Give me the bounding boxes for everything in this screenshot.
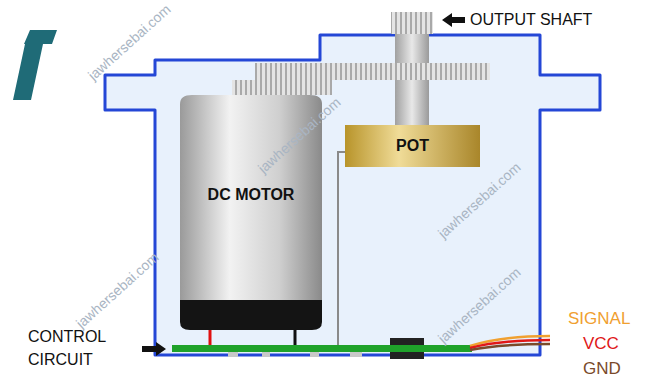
watermark: jawhersebai.com [433,261,526,348]
output-gear [255,63,490,80]
servo-housing [105,35,600,355]
motor-wire-black [294,330,297,347]
watermark: jawhersebai.com [253,91,346,178]
motor-label-box: DC MOTOR [180,150,322,240]
pin-name: GND [583,357,621,380]
pin-name: VCC [583,332,619,355]
chip [390,338,424,345]
pinion-gear [232,80,332,95]
logo [13,30,57,100]
watermark: jawhersebai.com [71,246,164,333]
pot-label-box: POT [345,125,480,167]
part-name: DC MOTOR [208,186,295,204]
callout-label: OUTPUT SHAFT [470,8,592,31]
callout-arrow [442,13,465,27]
gnd-wire [470,344,550,350]
callout-arrow [142,342,166,356]
pot-body [345,125,480,167]
pin-name: SIGNAL [568,307,630,330]
shaft-spline [391,12,433,34]
pot-wire [338,152,345,347]
watermark: jawhersebai.com [433,156,526,243]
motor-wire-red [209,330,212,347]
chip [390,352,424,359]
watermark: jawhersebai.com [83,0,176,86]
part-name: POT [396,137,429,155]
motor-endcap [180,300,322,330]
callout-label: CONTROL CIRCUIT [28,325,120,371]
control-circuit-board [172,345,472,352]
pcb-components [228,352,362,357]
